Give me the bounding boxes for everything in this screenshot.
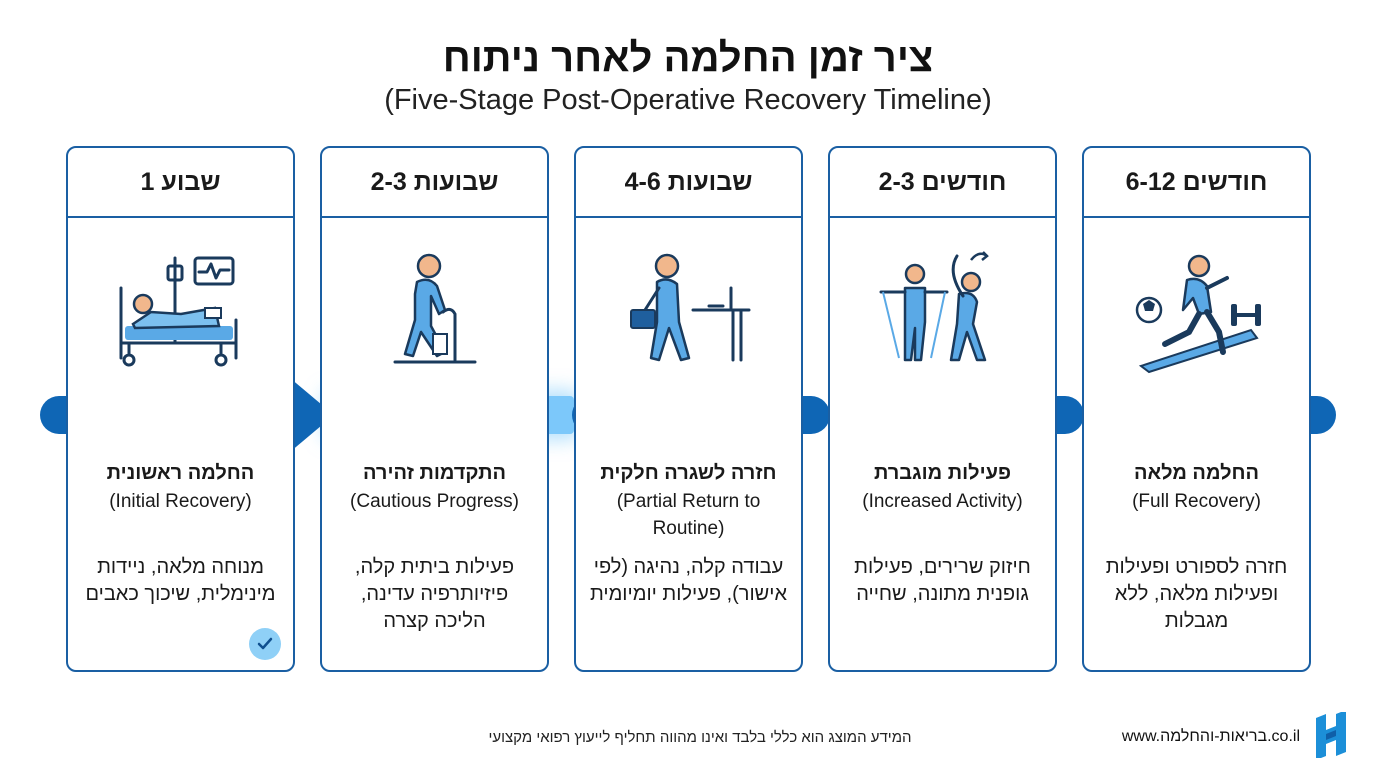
website-url: www.בריאות-והחלמה.co.il: [1121, 728, 1300, 745]
stage-name-english: (Increased Activity): [862, 491, 1023, 512]
work-desk-icon: [629, 253, 750, 362]
stage-card-4: חודשים 2-3 פעילות מוגברת (Increased Acti…: [828, 146, 1057, 672]
stage-name: החלמה ראשונית (Initial Recovery): [74, 460, 287, 515]
stage-description: מנוחה מלאה, ניידות מינימלית, שיכוך כאבים: [85, 556, 276, 605]
stage-card-3: שבועות 4-6 חזרה לשגרה חלקית (Partial Ret…: [574, 146, 803, 672]
stage-period: חודשים 6-12: [1084, 148, 1309, 218]
hospital-bed-icon: [119, 256, 237, 367]
checkmark-icon: [249, 628, 281, 660]
stage-name-hebrew: החלמה ראשונית: [106, 462, 255, 484]
stage-name: פעילות מוגברת (Increased Activity): [836, 460, 1049, 515]
stage-name-english: (Cautious Progress): [350, 491, 519, 512]
stage-name-english: (Partial Return to Routine): [616, 491, 761, 539]
stage-name-hebrew: התקדמות זהירה: [363, 462, 506, 484]
stage-name: החלמה מלאה (Full Recovery): [1090, 460, 1303, 515]
stage-name: התקדמות זהירה (Cautious Progress): [328, 460, 541, 515]
stage-period: שבועות 4-6: [576, 148, 801, 218]
page-subtitle: (Five-Stage Post-Operative Recovery Time…: [384, 84, 992, 116]
stage-description: עבודה קלה, נהיגה (לפי אישור), פעילות יומ…: [589, 556, 788, 605]
disclaimer-text: המידע המוצג הוא כללי בלבד ואינו מהווה תח…: [488, 729, 912, 746]
stage-name: חזרה לשגרה חלקית (Partial Return to Rout…: [582, 460, 795, 542]
stage-period: חודשים 2-3: [830, 148, 1055, 218]
exercise-icon: [879, 251, 989, 362]
stage-period: שבועות 2-3: [322, 148, 547, 218]
stage-period: שבוע 1: [68, 148, 293, 218]
stage-name-hebrew: החלמה מלאה: [1133, 462, 1260, 484]
stage-name-hebrew: חזרה לשגרה חלקית: [600, 462, 777, 484]
walking-cane-icon: [393, 253, 476, 364]
stage-description: חזרה לספורט ופעילות ופעילות מלאה, ללא מג…: [1105, 556, 1288, 632]
stage-card-1: שבוע 1 החלמה ראשונית (Initial Recovery) …: [66, 146, 295, 672]
stage-description: פעילות ביתית קלה, פיזיותרפיה עדינה, הליכ…: [354, 556, 515, 632]
h-logo-icon: [1316, 712, 1346, 758]
stage-description: חיזוק שרירים, פעילות גופנית מתונה, שחייה: [854, 556, 1031, 605]
stage-card-2: שבועות 2-3 התקדמות זהירה (Cautious Progr…: [320, 146, 549, 672]
stage-name-english: (Full Recovery): [1132, 491, 1261, 512]
stage-card-5: חודשים 6-12 החלמה מלאה (Full Recovery) ח…: [1082, 146, 1311, 672]
running-sport-icon: [1135, 254, 1261, 374]
stage-name-hebrew: פעילות מוגברת: [873, 462, 1012, 484]
page-title: ציר זמן החלמה לאחר ניתוח: [442, 36, 934, 80]
stage-name-english: (Initial Recovery): [109, 491, 252, 512]
